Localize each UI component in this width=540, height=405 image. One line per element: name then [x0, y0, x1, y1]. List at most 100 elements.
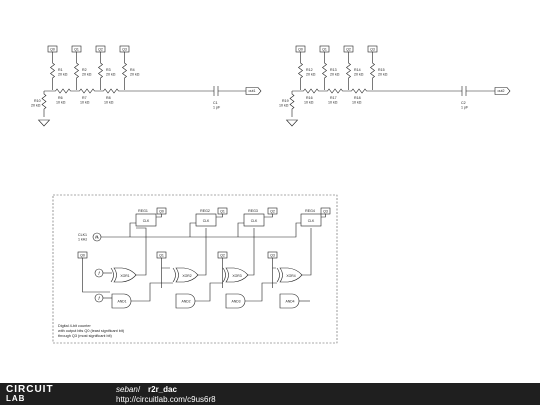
counter-block: REG1 CLK Q0 REG2 CLK Q1 REG3 CLK Q2 REG4 [52, 194, 338, 344]
left-input-q3: Q3 [119, 45, 130, 59]
right-input-q2: Q2 [343, 45, 354, 59]
svg-text:R3: R3 [106, 68, 111, 72]
right-rung-resistor-1 [298, 59, 303, 90]
svg-text:AND2: AND2 [181, 300, 190, 304]
svg-text:R12: R12 [306, 68, 313, 72]
svg-text:10 kΩ: 10 kΩ [279, 104, 289, 108]
svg-text:20 kΩ: 20 kΩ [58, 73, 68, 77]
svg-text:20 kΩ: 20 kΩ [354, 73, 364, 77]
schematic-canvas: Q0 Q1 Q2 Q3 R1 20 kΩ R2 20 kΩ R3 20 kΩ R… [31, 45, 511, 344]
svg-text:XOR4: XOR4 [286, 274, 295, 278]
circuit-url-link[interactable]: http://circuitlab.com/c9us6r8 [116, 395, 216, 404]
circuitlab-logo-bottom: LAB [6, 394, 26, 403]
xor-gate-1: XOR1 [110, 227, 147, 283]
svg-text:XOR1: XOR1 [120, 274, 129, 278]
svg-text:20 kΩ: 20 kΩ [306, 73, 316, 77]
author-link[interactable]: seban [116, 385, 138, 394]
svg-text:Q2: Q2 [346, 48, 351, 52]
register-3: REG3 CLK Q2 [243, 207, 278, 227]
xor-gate-2: XOR2 [172, 228, 207, 283]
register-2: REG2 CLK Q1 [195, 207, 228, 227]
svg-text:R10: R10 [34, 99, 41, 103]
svg-text:AND4: AND4 [285, 300, 294, 304]
svg-text:Q3: Q3 [370, 48, 375, 52]
and-gate-2: AND2 [175, 282, 223, 309]
svg-text:Q3: Q3 [323, 210, 328, 214]
svg-text:C1: C1 [213, 101, 218, 105]
svg-text:20 kΩ: 20 kΩ [378, 73, 388, 77]
svg-text:R16: R16 [306, 96, 313, 100]
source-f-2: f [94, 293, 112, 303]
svg-text:REG2: REG2 [200, 209, 210, 213]
source-f-1: f [94, 268, 112, 278]
left-input-q1: Q1 [71, 45, 82, 59]
svg-text:Q0: Q0 [298, 48, 303, 52]
left-ground-resistor [41, 91, 47, 117]
right-rung-resistor-3 [346, 59, 351, 90]
svg-text:R7: R7 [82, 96, 87, 100]
svg-text:C2: C2 [461, 101, 466, 105]
counter-dashed-border [52, 194, 338, 344]
svg-text:Q0: Q0 [159, 210, 164, 214]
svg-text:Q0: Q0 [80, 254, 85, 258]
svg-text:Q3: Q3 [122, 48, 127, 52]
left-input-q0: Q0 [47, 45, 58, 59]
svg-text:XOR3: XOR3 [232, 274, 241, 278]
svg-text:10 kΩ: 10 kΩ [80, 101, 90, 105]
title-separator: / [138, 385, 141, 394]
svg-text:1 pF: 1 pF [213, 106, 221, 110]
right-rung-resistor-4 [370, 59, 375, 90]
right-dac: Q0 Q1 Q2 Q3 R12 20 kΩ R13 20 kΩ R14 20 k… [279, 45, 511, 127]
right-rung-resistor-2 [322, 59, 327, 90]
right-ground-resistor [289, 91, 295, 117]
svg-text:Q0: Q0 [50, 48, 55, 52]
left-rung-resistor-3 [98, 59, 103, 90]
svg-text:10 kΩ: 10 kΩ [56, 101, 66, 105]
svg-text:20 kΩ: 20 kΩ [130, 73, 140, 77]
footer-bar: CIRCUIT LAB seban / r2r_dac http://circu… [0, 383, 540, 405]
svg-text:out2: out2 [498, 89, 505, 93]
svg-text:CLK: CLK [203, 219, 210, 223]
svg-text:Q3: Q3 [270, 254, 275, 258]
circuit-title[interactable]: r2r_dac [148, 385, 177, 394]
svg-text:out1: out1 [249, 89, 256, 93]
svg-text:20 kΩ: 20 kΩ [330, 73, 340, 77]
svg-text:R19: R19 [282, 99, 289, 103]
right-input-q3: Q3 [367, 45, 378, 59]
counter-note-line-3: through Q3 (most significant bit) [58, 334, 113, 338]
and-gate-3: AND3 [225, 282, 277, 309]
svg-text:REG4: REG4 [305, 209, 315, 213]
xor-gate-3: XOR3 [222, 228, 255, 283]
svg-text:10 kΩ: 10 kΩ [328, 101, 338, 105]
svg-text:R14: R14 [354, 68, 361, 72]
svg-text:R8: R8 [106, 96, 111, 100]
svg-text:CLK1: CLK1 [78, 233, 87, 237]
svg-text:10 kΩ: 10 kΩ [304, 101, 314, 105]
left-ladder-bus [44, 88, 214, 94]
svg-text:Q2: Q2 [270, 210, 275, 214]
svg-text:R6: R6 [58, 96, 63, 100]
svg-text:f: f [98, 271, 100, 276]
svg-text:Q2: Q2 [220, 254, 225, 258]
register-4: REG4 CLK Q3 [300, 207, 331, 227]
svg-text:Q1: Q1 [159, 254, 164, 258]
svg-text:R2: R2 [82, 68, 87, 72]
svg-text:Q1: Q1 [220, 210, 225, 214]
svg-text:REG1: REG1 [138, 209, 148, 213]
left-input-q2: Q2 [95, 45, 106, 59]
left-ground-icon [37, 119, 51, 127]
svg-text:R18: R18 [354, 96, 361, 100]
right-output-port [494, 87, 511, 95]
svg-text:R4: R4 [130, 68, 135, 72]
svg-text:10 kΩ: 10 kΩ [104, 101, 114, 105]
svg-text:R1: R1 [58, 68, 63, 72]
svg-text:XOR2: XOR2 [182, 274, 191, 278]
right-ground-icon [285, 119, 299, 127]
svg-text:Q1: Q1 [322, 48, 327, 52]
svg-text:20 kΩ: 20 kΩ [82, 73, 92, 77]
counter-note-line-2: with output bits Q0 (least significant b… [58, 329, 125, 333]
left-rung-resistor-4 [122, 59, 127, 90]
left-output-port [245, 87, 262, 95]
svg-text:Q2: Q2 [98, 48, 103, 52]
svg-text:f: f [98, 296, 100, 301]
